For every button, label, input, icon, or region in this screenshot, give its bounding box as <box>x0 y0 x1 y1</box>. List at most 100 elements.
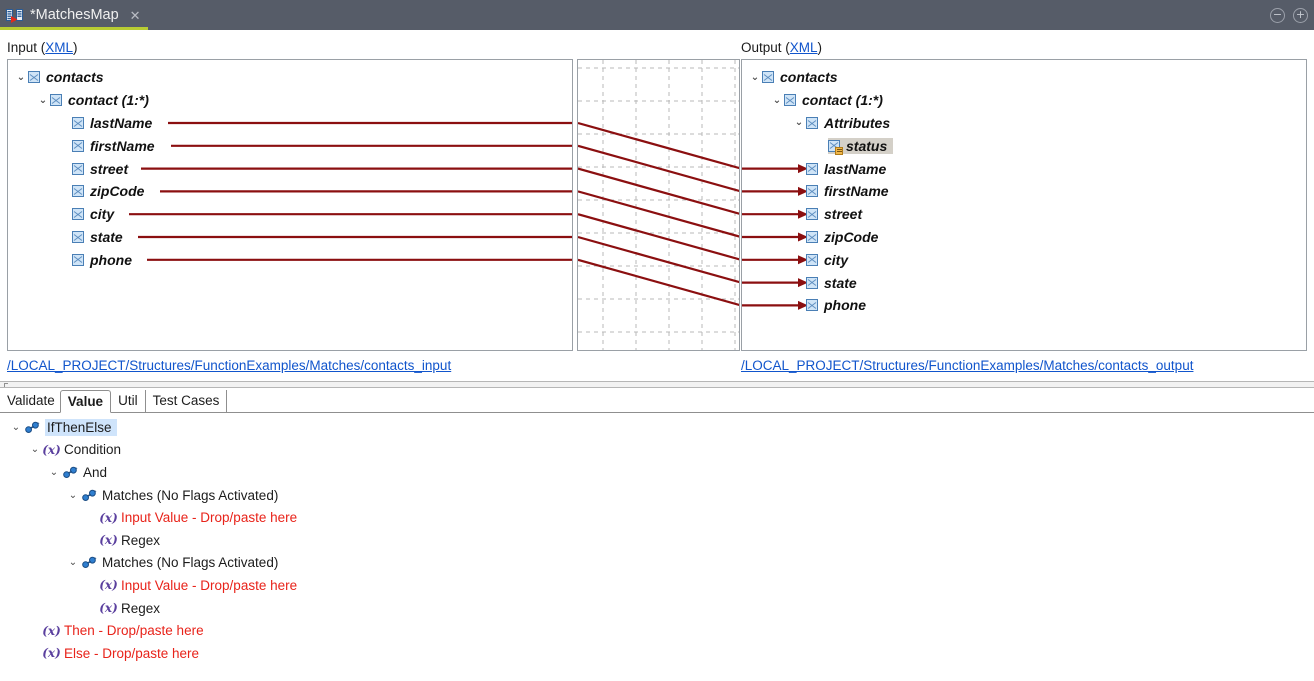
output-tree-row[interactable]: ⌄zipCode <box>792 226 878 249</box>
tree-spacer: ⌄ <box>27 648 43 659</box>
tree-spacer: ⌄ <box>58 209 72 220</box>
chevron-down-icon[interactable]: ⌄ <box>16 71 26 83</box>
output-label-suffix: ) <box>817 40 823 55</box>
output-tree-row[interactable]: ⌄ contacts <box>748 66 838 89</box>
fx-value-icon: (x) <box>42 623 61 638</box>
fx-value-icon: (x) <box>99 510 118 525</box>
tree-node-label: street <box>90 160 129 177</box>
chevron-down-icon[interactable]: ⌄ <box>11 421 21 433</box>
function-tree-row[interactable]: ⌄Matches (No Flags Activated) <box>65 552 279 575</box>
tree-node-label: contact (1:*) <box>68 92 149 109</box>
input-label-suffix: ) <box>73 40 78 55</box>
function-tree-row[interactable]: ⌄(x)Regex <box>84 597 160 620</box>
tree-spacer: ⌄ <box>84 580 100 591</box>
output-panel-label: Output (XML) <box>741 40 822 55</box>
mapping-canvas[interactable] <box>577 59 740 351</box>
output-tree-row[interactable]: ⌄contact (1:*) <box>770 89 883 112</box>
function-tree-row[interactable]: ⌄(x)Condition <box>27 439 121 462</box>
tree-node-label: Attributes <box>824 114 891 131</box>
function-tree-row[interactable]: ⌄(x)Input Value - Drop/paste here <box>84 574 297 597</box>
editor-tab-label: *MatchesMap <box>30 7 119 23</box>
function-tree-row[interactable]: ⌄(x)Then - Drop/paste here <box>27 619 203 642</box>
output-xml-link[interactable]: XML <box>789 40 818 55</box>
tree-node-label: status <box>846 137 888 154</box>
chevron-down-icon[interactable]: ⌄ <box>38 94 48 106</box>
input-tree-row[interactable]: ⌄state <box>58 226 123 249</box>
chevron-down-icon[interactable]: ⌄ <box>30 444 40 456</box>
tree-node-label: lastName <box>824 160 887 177</box>
map-transform-icon <box>6 7 23 24</box>
tree-spacer: ⌄ <box>792 231 806 242</box>
element-checkbox-icon <box>806 116 818 129</box>
chevron-down-icon[interactable]: ⌄ <box>794 117 804 129</box>
input-schema-tree[interactable]: ⌄ contacts ⌄ contact (1:*) ⌄lastName⌄firstNa… <box>7 59 573 351</box>
close-icon[interactable]: ✕ <box>129 7 141 23</box>
input-tree-row[interactable]: ⌄phone <box>58 248 132 271</box>
minimize-button[interactable]: − <box>1270 7 1285 23</box>
function-tree-row[interactable]: ⌄And <box>46 461 107 484</box>
tree-spacer: ⌄ <box>792 186 806 197</box>
tree-node-label: phone <box>90 251 132 268</box>
tree-node-label: contacts <box>46 69 104 86</box>
function-node-label: Else - Drop/paste here <box>64 645 200 661</box>
tab-util[interactable]: Util <box>111 390 146 412</box>
output-node-content: lastName <box>806 161 886 177</box>
output-tree-row[interactable]: ⌄state <box>792 271 857 294</box>
horizontal-splitter[interactable] <box>0 381 1314 388</box>
input-tree-row[interactable]: ⌄ contact (1:*) <box>36 89 149 112</box>
fx-value-icon: (x) <box>99 578 118 593</box>
function-tree-row[interactable]: ⌄IfThenElse <box>8 416 117 439</box>
output-tree-row[interactable]: ⌄street <box>792 203 862 226</box>
output-tree-row[interactable]: ⌄status <box>814 134 894 157</box>
chevron-down-icon[interactable]: ⌄ <box>49 466 59 478</box>
input-tree-row[interactable]: ⌄firstName <box>58 134 155 157</box>
output-node-content: street <box>806 206 862 222</box>
tree-node-label: contacts <box>780 69 838 86</box>
tree-node-label: zipCode <box>90 183 145 200</box>
output-tree-row[interactable]: ⌄phone <box>792 294 866 317</box>
chevron-down-icon[interactable]: ⌄ <box>68 489 78 501</box>
output-structure-path-link[interactable]: /LOCAL_PROJECT/Structures/FunctionExampl… <box>741 358 1194 373</box>
element-checkbox-icon <box>806 276 818 289</box>
input-tree-row[interactable]: ⌄street <box>58 157 128 180</box>
fx-value-icon: (x) <box>99 533 118 548</box>
maximize-button[interactable]: + <box>1293 7 1308 23</box>
input-tree-row[interactable]: ⌄zipCode <box>58 180 144 203</box>
editor-tab-matchesmap[interactable]: *MatchesMap ✕ <box>0 0 149 30</box>
output-node-content: status <box>828 137 894 155</box>
tree-node-label: city <box>824 251 849 268</box>
element-checkbox-icon <box>762 71 774 84</box>
input-tree-row[interactable]: ⌄lastName <box>58 112 152 135</box>
input-xml-link[interactable]: XML <box>45 40 74 55</box>
output-tree-row[interactable]: ⌄lastName <box>792 157 886 180</box>
input-tree-row[interactable]: ⌄ contacts <box>14 66 104 89</box>
element-checkbox-icon <box>72 139 84 152</box>
tree-spacer: ⌄ <box>84 535 100 546</box>
function-tree-row[interactable]: ⌄(x)Regex <box>84 529 160 552</box>
chevron-down-icon[interactable]: ⌄ <box>68 557 78 569</box>
output-tree-row[interactable]: ⌄ Attributes <box>792 112 890 135</box>
tab-test-cases[interactable]: Test Cases <box>146 390 228 412</box>
input-tree-row[interactable]: ⌄city <box>58 203 114 226</box>
input-structure-path-link[interactable]: /LOCAL_PROJECT/Structures/FunctionExampl… <box>7 358 452 373</box>
element-checkbox-icon <box>72 116 84 129</box>
output-tree-row[interactable]: ⌄city <box>792 248 848 271</box>
output-node-content: Attributes <box>806 115 890 131</box>
chevron-down-icon[interactable]: ⌄ <box>750 71 760 83</box>
element-checkbox-icon <box>806 253 818 266</box>
tab-validate[interactable]: Validate <box>7 393 55 408</box>
function-node-label: Input Value - Drop/paste here <box>121 577 298 593</box>
function-node-label: Regex <box>121 600 161 616</box>
function-tree-row[interactable]: ⌄Matches (No Flags Activated) <box>65 484 279 507</box>
output-tree-row[interactable]: ⌄firstName <box>792 180 889 203</box>
function-link-icon <box>24 421 41 434</box>
element-checkbox-icon <box>72 208 84 221</box>
function-tree-row[interactable]: ⌄(x)Input Value - Drop/paste here <box>84 506 297 529</box>
function-node-label: Condition <box>64 442 122 458</box>
chevron-down-icon[interactable]: ⌄ <box>772 94 782 106</box>
function-tree-row[interactable]: ⌄(x)Else - Drop/paste here <box>27 642 199 665</box>
element-checkbox-icon <box>72 253 84 266</box>
tab-value[interactable]: Value <box>59 390 112 413</box>
output-schema-tree[interactable]: ⌄contacts⌄contact (1:*)⌄Attributes⌄statu… <box>741 59 1307 351</box>
